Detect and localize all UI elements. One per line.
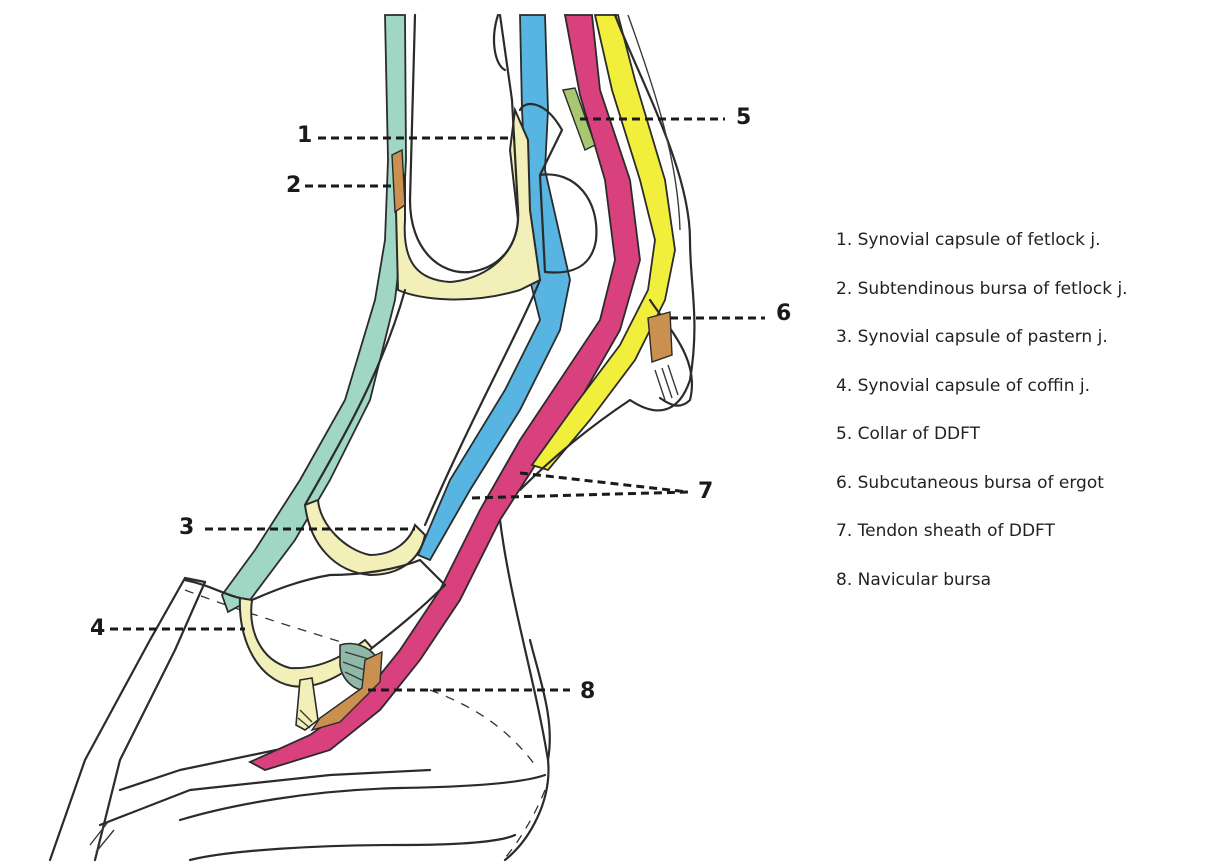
legend-item-8: 8. Navicular bursa	[836, 566, 1128, 615]
legend: 1. Synovial capsule of fetlock j. 2. Sub…	[836, 226, 1128, 614]
svg-text:8: 8	[580, 679, 595, 704]
callout-6: 6	[670, 301, 791, 326]
legend-item-7: 7. Tendon sheath of DDFT	[836, 517, 1128, 566]
legend-item-4: 4. Synovial capsule of coffin j.	[836, 372, 1128, 421]
callout-2: 2	[286, 173, 395, 198]
svg-text:5: 5	[736, 105, 751, 130]
cannon-bone	[410, 15, 518, 272]
legend-item-3: 3. Synovial capsule of pastern j.	[836, 323, 1128, 372]
legend-item-6: 6. Subcutaneous bursa of ergot	[836, 469, 1128, 518]
subtendinous-bursa	[392, 150, 405, 212]
svg-text:1: 1	[297, 123, 312, 148]
svg-text:2: 2	[286, 173, 301, 198]
callout-4: 4	[90, 616, 245, 641]
svg-text:4: 4	[90, 616, 105, 641]
ergot-bursa-shape	[648, 312, 672, 362]
legend-item-1: 1. Synovial capsule of fetlock j.	[836, 226, 1128, 275]
svg-text:3: 3	[179, 515, 194, 540]
legend-item-5: 5. Collar of DDFT	[836, 420, 1128, 469]
svg-text:6: 6	[776, 301, 791, 326]
svg-text:7: 7	[698, 479, 713, 504]
legend-item-2: 2. Subtendinous bursa of fetlock j.	[836, 275, 1128, 324]
